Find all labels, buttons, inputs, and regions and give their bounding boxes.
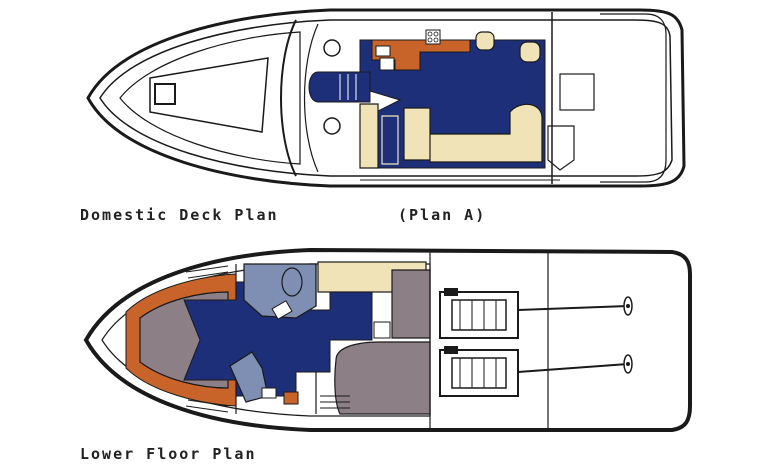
galley-sink — [261, 387, 277, 399]
toilet — [281, 267, 303, 297]
helm-seat-icon — [475, 31, 541, 63]
engine-icon — [439, 288, 519, 339]
stowage-marks — [185, 265, 350, 413]
aft-berth-starboard — [334, 341, 431, 415]
aft-berth-port — [391, 269, 431, 339]
foredeck-sunpad — [149, 57, 269, 133]
transom-step — [547, 125, 575, 171]
head-sink — [271, 300, 293, 320]
deck-hatch — [154, 83, 176, 105]
icebox — [379, 57, 395, 71]
windshield-inner — [303, 23, 319, 173]
plan-variant-caption: (Plan A) — [398, 206, 487, 224]
stove — [283, 391, 299, 405]
swim-platform — [600, 13, 667, 183]
propeller-icon — [623, 296, 633, 316]
hatch-port — [323, 39, 341, 57]
cockpit-lounge — [359, 103, 543, 169]
prop-shaft-port — [517, 305, 629, 311]
deck-hull-inner-line — [99, 19, 673, 177]
deck-plan-caption: Domestic Deck Plan — [80, 206, 279, 224]
windshield — [280, 19, 297, 177]
prop-shaft-starboard — [517, 363, 629, 373]
lower-plan-caption: Lower Floor Plan — [80, 445, 257, 463]
lower-plan — [83, 247, 692, 432]
sink — [375, 45, 391, 57]
deck-bow-rail — [119, 31, 301, 165]
cockpit-table — [381, 115, 399, 165]
galley — [229, 351, 269, 403]
bulkheads — [235, 252, 549, 430]
grill-icon — [425, 29, 441, 45]
companion-steps — [339, 74, 357, 100]
hatch-starboard — [323, 117, 341, 135]
dinette-block — [373, 321, 391, 339]
engine-icon — [439, 346, 519, 397]
swim-platform-hatch — [559, 73, 595, 111]
propeller-icon — [623, 354, 633, 374]
deck-plan — [86, 8, 686, 188]
